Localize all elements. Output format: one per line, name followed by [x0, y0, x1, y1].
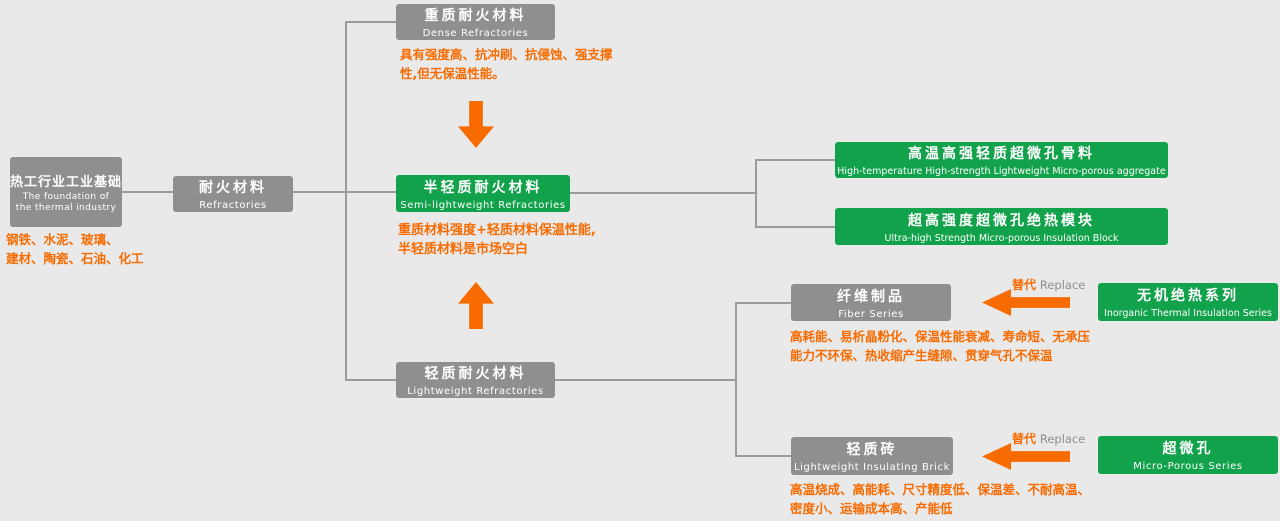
- node-microporous-insulation-block: 超高强度超微孔绝热模块 Ultra-high Strength Micro-po…: [835, 208, 1168, 245]
- connector-branch-aggregate: [755, 159, 835, 161]
- node-subtitle: Micro-Porous Series: [1133, 461, 1243, 472]
- note-semi-lightweight: 重质材料强度+轻质材料保温性能, 半轻质材料是市场空白: [398, 221, 596, 259]
- node-title: 超高强度超微孔绝热模块: [908, 212, 1095, 229]
- replace-label-zh: 替代: [1012, 432, 1037, 446]
- connector-lightweight-vertical: [735, 302, 737, 457]
- connector-trunk-vertical: [345, 21, 347, 381]
- note-line: 高耗能、易析晶粉化、保温性能衰减、寿命短、无承压: [790, 329, 1091, 344]
- connector-branch-fiber: [735, 302, 791, 304]
- connector-semi-vertical: [755, 159, 757, 228]
- connector-branch-insulation-block: [755, 226, 835, 228]
- node-title: 轻质砖: [846, 442, 898, 458]
- replace-label-en: Replace: [1039, 432, 1086, 446]
- replace-arrow-icon-brick: [982, 443, 1070, 470]
- connector-refractories-trunk: [293, 191, 396, 193]
- note-thermal-foundation: 钢铁、水泥、玻璃、 建材、陶瓷、石油、化工: [6, 230, 144, 268]
- node-subtitle: The foundation of: [22, 191, 110, 202]
- node-title: 纤维制品: [837, 288, 905, 305]
- node-subtitle: Dense Refractories: [422, 28, 529, 39]
- node-lightweight-brick: 轻质砖 Lightweight Insulating Brick: [791, 437, 953, 475]
- node-subtitle: the thermal industry: [15, 202, 117, 213]
- node-dense-refractories: 重质耐火材料 Dense Refractories: [396, 4, 555, 40]
- note-dense-refractories: 具有强度高、抗冲刷、抗侵蚀、强支撑 性,但无保温性能。: [400, 45, 613, 83]
- replace-label-en: Replace: [1039, 278, 1086, 292]
- node-inorganic-insulation-series: 无机绝热系列 Inorganic Thermal Insulation Seri…: [1098, 283, 1278, 321]
- node-title: 半轻质耐火材料: [423, 179, 543, 196]
- note-line: 建材、陶瓷、石油、化工: [6, 251, 144, 266]
- connector-foundation-refractories: [122, 191, 173, 193]
- connector-branch-dense: [345, 21, 396, 23]
- node-subtitle: Lightweight Refractories: [407, 386, 544, 397]
- node-title: 热工行业工业基础: [10, 174, 123, 190]
- note-lightweight-brick: 高温烧成、高能耗、尺寸精度低、保温差、不耐高温、 密度小、运输成本高、产能低: [790, 480, 1090, 518]
- note-line: 高温烧成、高能耗、尺寸精度低、保温差、不耐高温、: [790, 482, 1091, 497]
- connector-branch-brick: [735, 455, 791, 457]
- node-title: 轻质耐火材料: [424, 366, 527, 382]
- node-title: 无机绝热系列: [1137, 288, 1239, 304]
- node-subtitle: Refractories: [199, 200, 267, 211]
- node-title: 高温高强轻质超微孔骨料: [908, 146, 1095, 162]
- node-refractories: 耐火材料 Refractories: [173, 176, 293, 212]
- node-subtitle: Semi-lightweight Refractories: [400, 199, 566, 211]
- node-microporous-aggregate: 高温高强轻质超微孔骨料 High-temperature High-streng…: [835, 142, 1168, 178]
- node-semi-lightweight-refractories: 半轻质耐火材料 Semi-lightweight Refractories: [396, 175, 570, 212]
- node-subtitle: Ultra-high Strength Micro-porous Insulat…: [884, 232, 1119, 244]
- note-line: 半轻质材料是市场空白: [398, 242, 529, 257]
- node-subtitle: Lightweight Insulating Brick: [794, 462, 950, 473]
- note-fiber-series: 高耗能、易析晶粉化、保温性能衰减、寿命短、无承压 能力不环保、热收缩产生缝隙、贯…: [790, 327, 1090, 365]
- node-title: 超微孔: [1162, 441, 1214, 457]
- note-line: 能力不环保、热收缩产生缝隙、贯穿气孔不保温: [790, 348, 1053, 363]
- connector-branch-lightweight: [345, 379, 396, 381]
- note-line: 钢铁、水泥、玻璃、: [6, 232, 119, 247]
- replace-label-fiber: 替代 Replace: [1012, 276, 1085, 293]
- replace-label-brick: 替代 Replace: [1012, 430, 1085, 447]
- replace-arrow-icon-fiber: [982, 289, 1070, 316]
- node-microporous-series: 超微孔 Micro-Porous Series: [1098, 436, 1278, 474]
- note-line: 具有强度高、抗冲刷、抗侵蚀、强支撑: [400, 47, 613, 62]
- note-line: 密度小、运输成本高、产能低: [790, 501, 953, 516]
- down-arrow-icon: [458, 101, 494, 148]
- connector-semi-junction: [570, 192, 757, 194]
- replace-label-zh: 替代: [1012, 278, 1037, 292]
- node-thermal-foundation: 热工行业工业基础 The foundation of the thermal i…: [10, 157, 122, 227]
- node-fiber-series: 纤维制品 Fiber Series: [791, 284, 951, 321]
- note-line: 性,但无保温性能。: [400, 66, 505, 81]
- node-subtitle: Inorganic Thermal Insulation Series: [1104, 308, 1272, 319]
- node-lightweight-refractories: 轻质耐火材料 Lightweight Refractories: [396, 362, 555, 398]
- up-arrow-icon: [458, 282, 494, 329]
- node-title: 耐火材料: [199, 180, 267, 196]
- connector-lightweight-junction: [555, 379, 737, 381]
- node-title: 重质耐火材料: [424, 8, 527, 24]
- node-subtitle: High-temperature High-strength Lightweig…: [837, 166, 1166, 177]
- note-line: 重质材料强度+轻质材料保温性能,: [398, 223, 596, 238]
- node-subtitle: Fiber Series: [838, 308, 904, 320]
